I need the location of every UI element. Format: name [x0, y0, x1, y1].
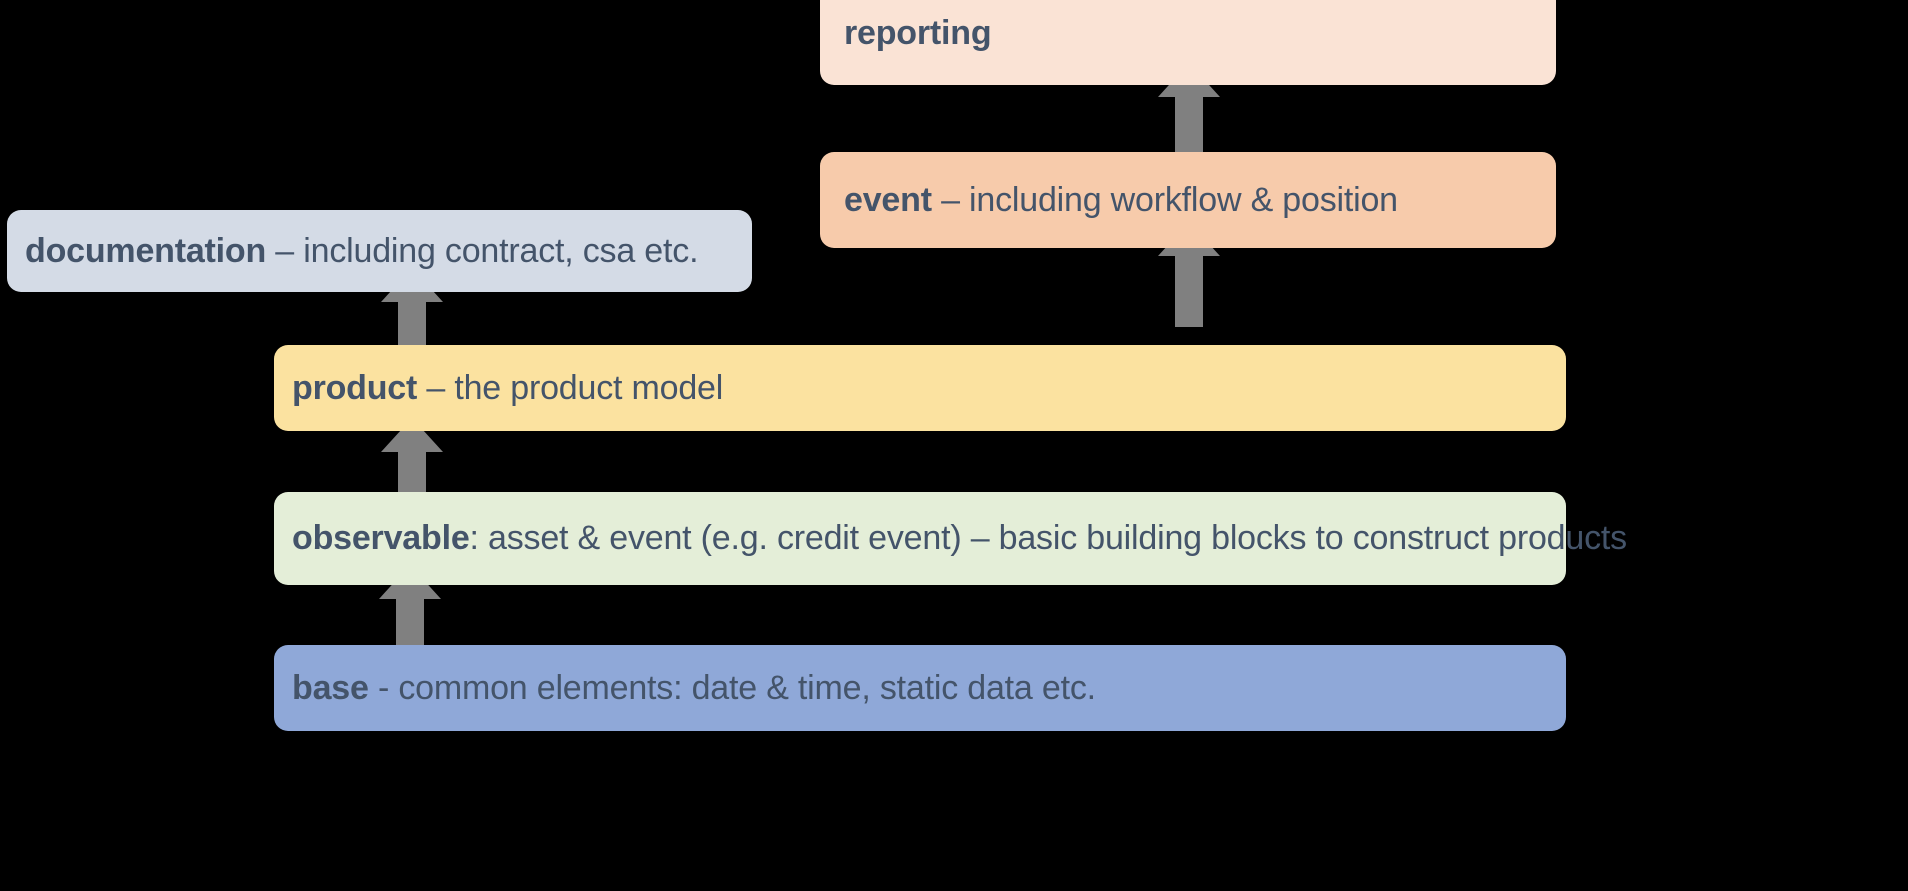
layer-name-event: event — [844, 180, 932, 219]
layer-label-observable: observable: asset & event (e.g. credit e… — [292, 518, 1627, 559]
arrow-observable-to-product-icon — [381, 418, 443, 523]
layer-box-documentation[interactable]: documentation – including contract, csa … — [7, 210, 752, 292]
layer-name-observable: observable — [292, 519, 470, 558]
layer-name-documentation: documentation — [25, 231, 267, 270]
layer-description-observable: : asset & event (e.g. credit event) – ba… — [469, 519, 1628, 558]
layer-description-base: - common elements: date & time, static d… — [368, 668, 1096, 707]
layer-label-event: event – including workflow & position — [844, 180, 1398, 221]
layer-box-event[interactable]: event – including workflow & position — [820, 152, 1556, 248]
layer-box-reporting[interactable]: reporting — [820, 0, 1556, 85]
arrow-product-to-event-icon — [1158, 222, 1220, 327]
layer-label-documentation: documentation – including contract, csa … — [25, 231, 699, 272]
layer-label-base: base - common elements: date & time, sta… — [292, 668, 1096, 709]
layer-description-documentation: – including contract, csa etc. — [266, 231, 699, 270]
layer-description-product: – the product model — [417, 368, 724, 407]
layer-name-base: base — [292, 668, 369, 707]
layer-label-reporting: reporting — [844, 13, 992, 54]
layer-box-base[interactable]: base - common elements: date & time, sta… — [274, 645, 1566, 731]
layer-name-reporting: reporting — [844, 14, 992, 53]
layer-box-observable[interactable]: observable: asset & event (e.g. credit e… — [274, 492, 1627, 585]
arrow-base-to-observable-icon — [379, 565, 441, 670]
layer-name-product: product — [292, 368, 418, 407]
layer-label-product: product – the product model — [292, 368, 723, 409]
arrow-event-to-reporting-icon — [1158, 63, 1220, 168]
layer-description-event: – including workflow & position — [931, 180, 1398, 219]
arrow-product-to-documentation-icon — [381, 268, 443, 373]
layer-box-product[interactable]: product – the product model — [274, 345, 1566, 431]
